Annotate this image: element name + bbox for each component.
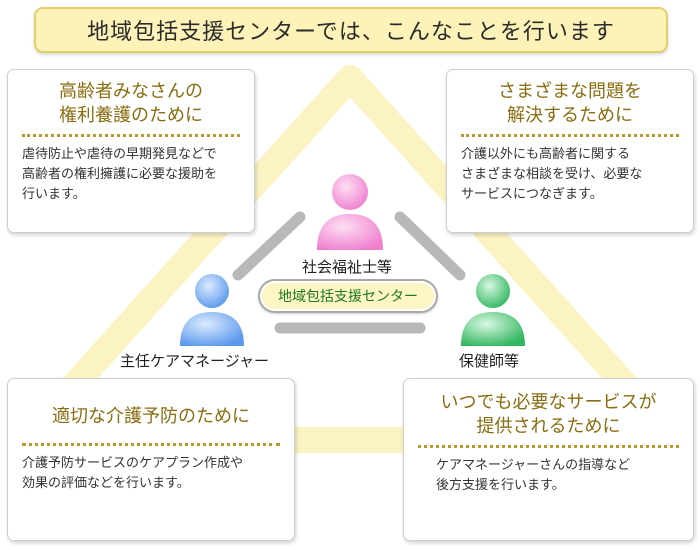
- person-icon: [317, 174, 383, 250]
- connector-left: [232, 211, 306, 281]
- card-title-line: 権利養護のために: [59, 105, 203, 126]
- card-title: 適切な介護予防のために: [22, 405, 280, 429]
- page-title: 地域包括支援センターでは、こんなことを行います: [34, 7, 668, 53]
- card-rights-advocacy: 高齢者みなさんの 権利養護のために 虐待防止や虐待の早期発見などで 高齢者の権利…: [7, 69, 255, 233]
- card-title-line: 解決するために: [507, 105, 633, 126]
- card-body-line: 効果の評価などを行います。: [22, 476, 190, 491]
- card-body-line: 介護以外にも高齢者に関する: [461, 147, 631, 162]
- card-divider: [22, 134, 240, 137]
- card-title-line: 高齢者みなさんの: [59, 81, 203, 102]
- card-body-line: ケアマネージャーさんの指導など: [436, 458, 631, 473]
- center-label: 地域包括支援センター: [258, 279, 438, 313]
- card-divider: [461, 134, 679, 137]
- card-body-line: 虐待防止や虐待の早期発見などで: [22, 147, 217, 162]
- role-label-public-health-nurse: 保健師等: [459, 352, 520, 370]
- card-body-line: 行います。: [22, 187, 86, 202]
- card-problem-solving: さまざまな問題を 解決するために 介護以外にも高齢者に関する さまざまな相談を受…: [446, 69, 694, 233]
- card-title: さまざまな問題を 解決するために: [461, 80, 679, 128]
- card-title: いつでも必要なサービスが 提供されるために: [418, 391, 679, 439]
- card-body: 介護予防サービスのケアプラン作成や 効果の評価などを行います。: [22, 454, 280, 494]
- card-title-line: さまざまな問題を: [498, 81, 642, 102]
- role-label-social-worker: 社会福祉士等: [302, 258, 393, 276]
- card-body-line: 後方支援を行います。: [436, 478, 565, 493]
- card-title-line: いつでも必要なサービスが: [440, 392, 657, 413]
- connector-right: [394, 211, 466, 281]
- role-label-care-manager: 主任ケアマネージャー: [120, 352, 269, 370]
- person-icon: [180, 274, 244, 346]
- card-divider: [418, 445, 679, 448]
- card-service-provision: いつでも必要なサービスが 提供されるために ケアマネージャーさんの指導など 後方…: [403, 378, 694, 541]
- card-title: 高齢者みなさんの 権利養護のために: [22, 80, 240, 128]
- card-body-line: 高齢者の権利擁護に必要な援助を: [22, 167, 218, 182]
- person-icon: [461, 274, 525, 346]
- card-title-line: 提供されるために: [476, 416, 621, 437]
- card-title-line: 適切な介護予防のために: [52, 406, 250, 427]
- card-body: ケアマネージャーさんの指導など 後方支援を行います。: [418, 456, 679, 496]
- card-divider: [22, 443, 280, 446]
- card-body-line: さまざまな相談を受け、必要な: [461, 167, 643, 182]
- card-body: 虐待防止や虐待の早期発見などで 高齢者の権利擁護に必要な援助を 行います。: [22, 145, 240, 205]
- card-body-line: 介護予防サービスのケアプラン作成や: [22, 456, 244, 471]
- card-body: 介護以外にも高齢者に関する さまざまな相談を受け、必要な サービスにつなぎます。: [461, 145, 679, 205]
- card-body-line: サービスにつなぎます。: [461, 187, 603, 202]
- card-care-prevention: 適切な介護予防のために 介護予防サービスのケアプラン作成や 効果の評価などを行い…: [7, 378, 295, 541]
